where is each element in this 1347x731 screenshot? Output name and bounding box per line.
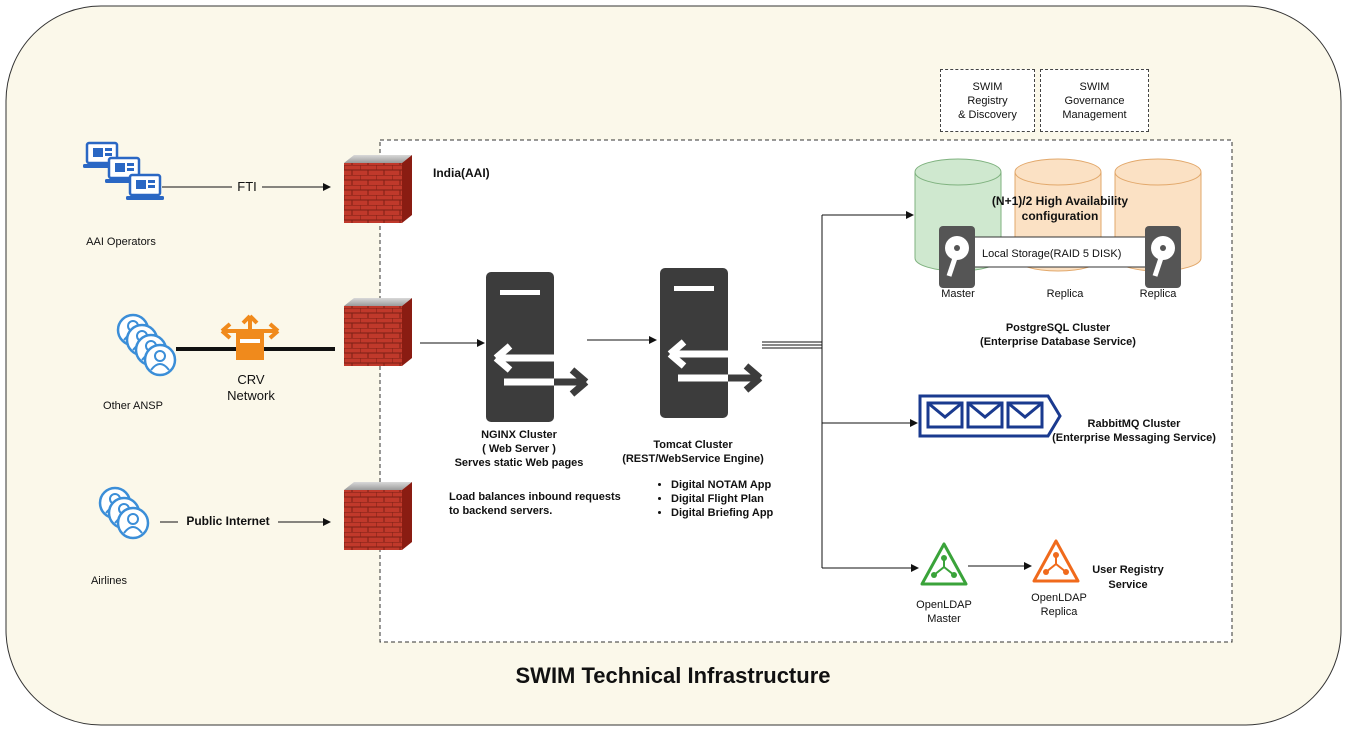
crv-label-1: CRV [237, 372, 265, 387]
governance-line-2: Governance [1064, 94, 1125, 107]
nginx-note: Load balances inbound requests to backen… [449, 490, 621, 518]
node-master-label: Master [941, 288, 975, 300]
ansp-label: Other ANSP [103, 400, 163, 412]
fti-label: FTI [237, 179, 257, 194]
nginx-title-3: Serves static Web pages [454, 457, 584, 469]
postgres-title-2: (Enterprise Database Service) [980, 336, 1136, 348]
ldap-replica-icon [1032, 539, 1080, 583]
user-registry-label: User Registry Service [1092, 563, 1164, 593]
app-item: Digital Briefing App [671, 506, 773, 520]
ldap-replica-2: Replica [1040, 606, 1078, 618]
node-replica-label: Replica [1046, 288, 1084, 300]
diagram-title: SWIM Technical Infrastructure [515, 663, 831, 688]
rabbitmq-title-2: (Enterprise Messaging Service) [1052, 432, 1216, 444]
ldap-master-icon [920, 542, 968, 586]
crv-router-icon [220, 314, 280, 360]
public-internet-label: Public Internet [186, 514, 270, 528]
tomcat-title-2: (REST/WebService Engine) [622, 453, 764, 465]
ha-config-label: (N+1)/2 High Availability configuration [992, 194, 1128, 224]
nginx-note-2: to backend servers. [449, 505, 553, 517]
postgres-title-1: PostgreSQL Cluster [1005, 322, 1111, 334]
rabbitmq-title: RabbitMQ Cluster (Enterprise Messaging S… [1052, 417, 1216, 445]
crv-label-2: Network [227, 388, 275, 403]
ha-line-2: configuration [1021, 209, 1099, 223]
ldap-replica-label: OpenLDAP Replica [1031, 591, 1087, 619]
rabbitmq-title-1: RabbitMQ Cluster [1087, 418, 1181, 430]
tomcat-title: Tomcat Cluster (REST/WebService Engine) [622, 438, 764, 466]
operators-label: AAI Operators [86, 236, 156, 248]
tomcat-title-1: Tomcat Cluster [653, 439, 733, 451]
tomcat-app-list: Digital NOTAM App Digital Flight Plan Di… [657, 478, 773, 520]
postgres-title: PostgreSQL Cluster (Enterprise Database … [980, 321, 1136, 349]
app-item: Digital NOTAM App [671, 478, 773, 492]
nginx-title-1: NGINX Cluster [481, 429, 557, 441]
ha-line-1: (N+1)/2 High Availability [991, 194, 1129, 208]
ldap-master-1: OpenLDAP [916, 599, 972, 611]
firewall-icon-crv [344, 298, 412, 366]
node-replica-label-2: Replica [1139, 288, 1177, 300]
ldap-replica-1: OpenLDAP [1031, 592, 1087, 604]
services-bus [762, 211, 919, 572]
rabbitmq-icon [918, 394, 1062, 438]
user-registry-2: Service [1108, 579, 1148, 591]
region-label: India(AAI) [433, 166, 490, 180]
disk-icon-master [939, 226, 975, 288]
registry-line-3: & Discovery [958, 108, 1017, 121]
ldap-master-label: OpenLDAP Master [916, 598, 972, 626]
ldap-master-2: Master [927, 613, 961, 625]
firewall-icon-fti [344, 155, 412, 223]
governance-line-1: SWIM [1079, 80, 1110, 93]
firewall-icon-internet [344, 482, 412, 550]
app-item: Digital Flight Plan [671, 492, 773, 506]
nginx-note-1: Load balances inbound requests [449, 491, 621, 503]
registry-line-2: Registry [967, 94, 1008, 107]
registry-line-1: SWIM [972, 80, 1003, 93]
nginx-title: NGINX Cluster ( Web Server ) Serves stat… [455, 428, 584, 470]
user-registry-1: User Registry [1092, 564, 1164, 576]
disk-icon-replica [1145, 226, 1181, 288]
crv-label: CRV Network [227, 372, 275, 404]
governance-line-3: Management [1062, 108, 1127, 121]
airlines-label: Airlines [90, 575, 128, 587]
nginx-title-2: ( Web Server ) [482, 443, 556, 455]
storage-label: Local Storage(RAID 5 DISK) [982, 248, 1122, 260]
